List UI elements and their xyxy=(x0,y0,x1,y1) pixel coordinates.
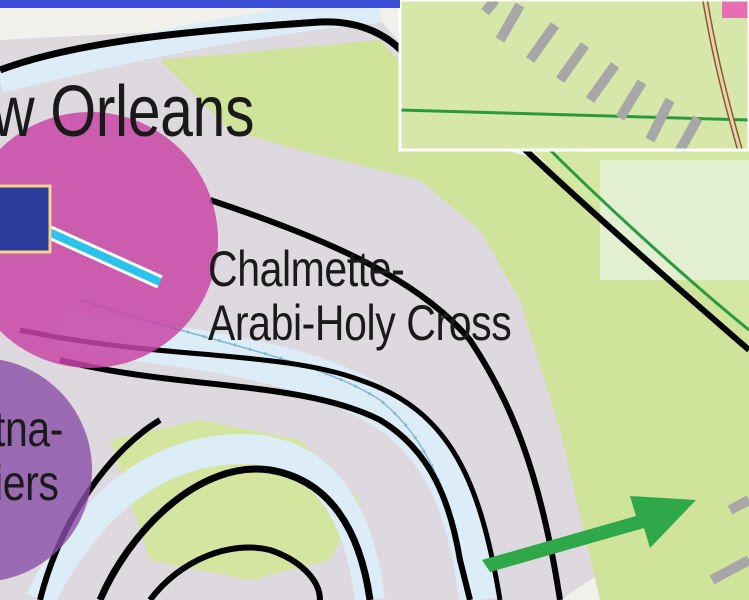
highlight-segment xyxy=(38,224,162,286)
purple-circle xyxy=(0,359,92,581)
direction-arrow-icon[interactable] xyxy=(482,496,696,572)
vegetation-area xyxy=(160,40,749,600)
river-bend xyxy=(26,434,385,600)
grey-dashes-southeast xyxy=(709,495,749,585)
inset-road xyxy=(399,108,749,122)
mississippi-river xyxy=(57,310,500,600)
levee-line-3 xyxy=(209,197,563,600)
river-bend-outline xyxy=(96,465,374,600)
inset-border xyxy=(398,0,749,152)
inset-dashes xyxy=(481,0,703,153)
place-label-line2: Arabi-Holy Cross xyxy=(208,295,512,351)
magenta-circle xyxy=(0,112,218,368)
inset-pink-block xyxy=(722,0,749,18)
boundary-line-east xyxy=(517,142,749,353)
boundary-line-north xyxy=(0,18,413,74)
water-channel-north xyxy=(0,0,382,93)
river-bend-outline-inner xyxy=(147,544,323,600)
marker-square-icon[interactable] xyxy=(0,184,52,254)
city-label: w Orleans xyxy=(0,72,255,152)
levee-line-1 xyxy=(59,357,473,600)
place-label-line2: iers xyxy=(0,455,59,511)
green-road xyxy=(538,138,749,332)
place-label-line1: tna- xyxy=(0,401,64,457)
inset-brown-road-inner xyxy=(703,0,742,151)
place-label-line1: Chalmette- xyxy=(208,241,405,297)
top-bar xyxy=(0,0,400,8)
inset-map[interactable] xyxy=(398,0,749,153)
